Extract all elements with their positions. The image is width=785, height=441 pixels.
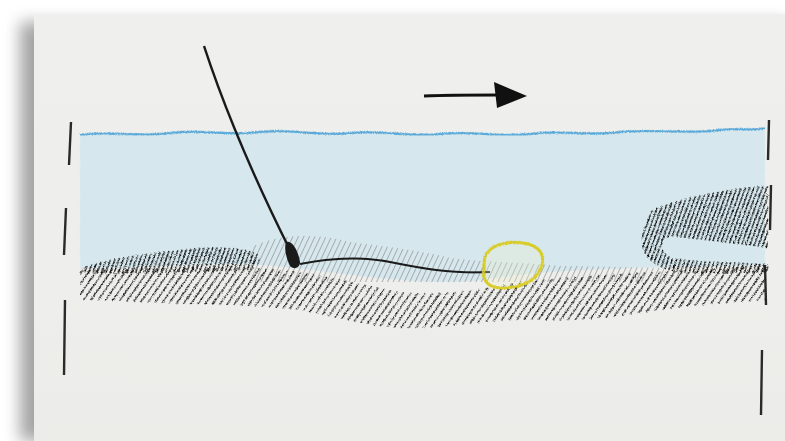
flow-direction-arrow	[424, 82, 527, 108]
left-edge-marks	[64, 122, 71, 375]
